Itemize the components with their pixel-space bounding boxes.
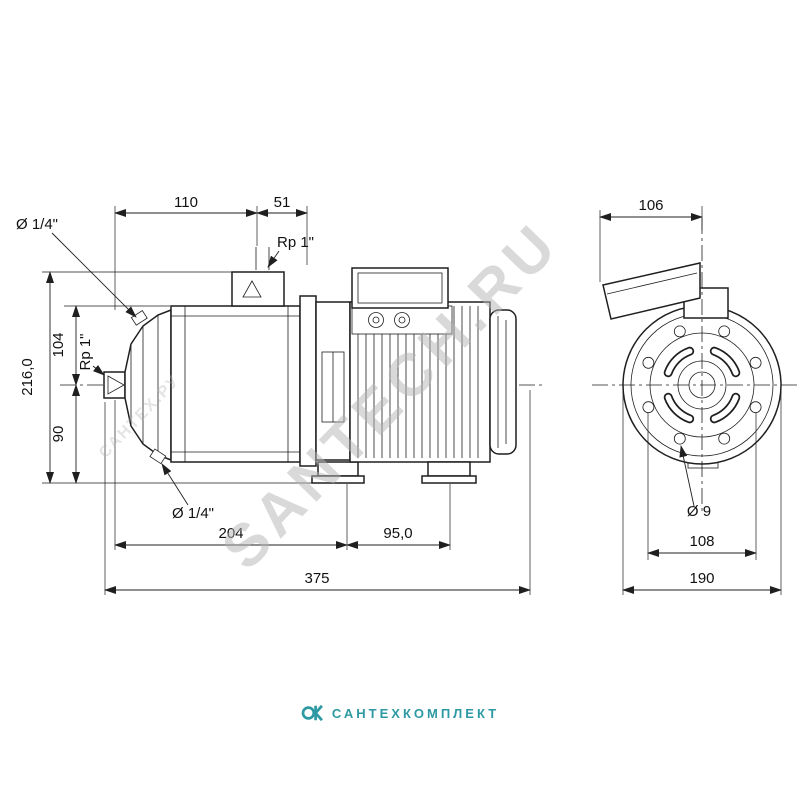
discharge-thread-lines: [255, 247, 270, 270]
cable-gland-right-inner: [398, 316, 406, 324]
dim-190-label: 190: [689, 570, 714, 587]
bolt-hole-8: [749, 356, 762, 369]
suction-port-label: Rp 1": [77, 333, 94, 370]
pump-foot-pad: [311, 475, 365, 484]
bottom-plug-label: Ø 1/4": [172, 505, 214, 522]
motor-cooling-fins: [357, 306, 479, 458]
terminal-box-lid: [357, 272, 443, 304]
dim-110-label: 110: [174, 194, 198, 211]
flow-direction-symbol: [242, 280, 262, 298]
terminal-box-front: [602, 262, 701, 320]
suction-port-leader: [92, 364, 105, 376]
dim-108-label: 108: [689, 533, 714, 550]
dim-51-label: 51: [274, 194, 291, 211]
bolt-hole-leader: [679, 445, 695, 507]
motor-foot: [427, 461, 471, 477]
dim-204-label: 204: [218, 525, 243, 542]
suction-cone: [107, 375, 125, 395]
dim-106-label: 106: [638, 197, 663, 214]
bolt-hole-4: [642, 401, 655, 414]
brand-name: САНТЕХКОМПЛЕКТ: [331, 705, 500, 721]
bolt-hole-5: [642, 356, 655, 369]
side-view-dimensions: 110 51 Rp 1" Ø 1/4" 216,0 104 Rp 1" 90 Ø…: [16, 194, 531, 595]
bolt-hole-2: [718, 432, 731, 445]
brand-footer: САНТЕХКОМПЛЕКТ: [0, 704, 800, 722]
top-plug-leader: [51, 232, 137, 318]
brand-logo-icon: [301, 704, 323, 722]
terminal-box: [351, 267, 449, 309]
bolt-hole-1: [749, 401, 762, 414]
bolt-hole-dia-label: Ø 9: [687, 503, 711, 520]
fan-cover: [489, 309, 517, 455]
motor-foot-pad: [421, 475, 477, 484]
fan-cover-slots: [497, 316, 507, 448]
dim-216-label: 216,0: [19, 358, 36, 396]
dim-90-label: 90: [50, 426, 67, 443]
extension-lines-side: [42, 206, 531, 595]
front-view-dimensions: 106 Ø 9 108 190: [599, 197, 782, 595]
dim-104-label: 104: [50, 332, 67, 357]
side-view: [60, 247, 545, 484]
terminal-box-front-line: [606, 272, 698, 295]
front-view: [592, 218, 798, 512]
discharge-port-block: [231, 271, 285, 307]
bolt-hole-6: [673, 325, 686, 338]
bottom-plug-leader: [161, 463, 189, 506]
cable-gland-right: [394, 312, 410, 328]
bolt-hole-7: [718, 325, 731, 338]
cable-gland-left: [368, 312, 384, 328]
bottom-drain-plug: [149, 448, 167, 465]
top-plug-label: Ø 1/4": [16, 216, 58, 233]
dim-95-label: 95,0: [383, 525, 412, 542]
suction-casing-ribs: [130, 315, 159, 455]
discharge-port-label: Rp 1": [277, 234, 314, 251]
pump-barrel: [170, 305, 301, 463]
suction-port-stub: [103, 371, 126, 399]
discharge-port-leader: [267, 250, 280, 268]
bolt-hole-3: [673, 432, 686, 445]
cable-gland-left-inner: [372, 316, 380, 324]
barrel-detail-lines: [171, 306, 300, 462]
top-drain-plug: [130, 309, 148, 326]
dim-375-label: 375: [304, 570, 329, 587]
